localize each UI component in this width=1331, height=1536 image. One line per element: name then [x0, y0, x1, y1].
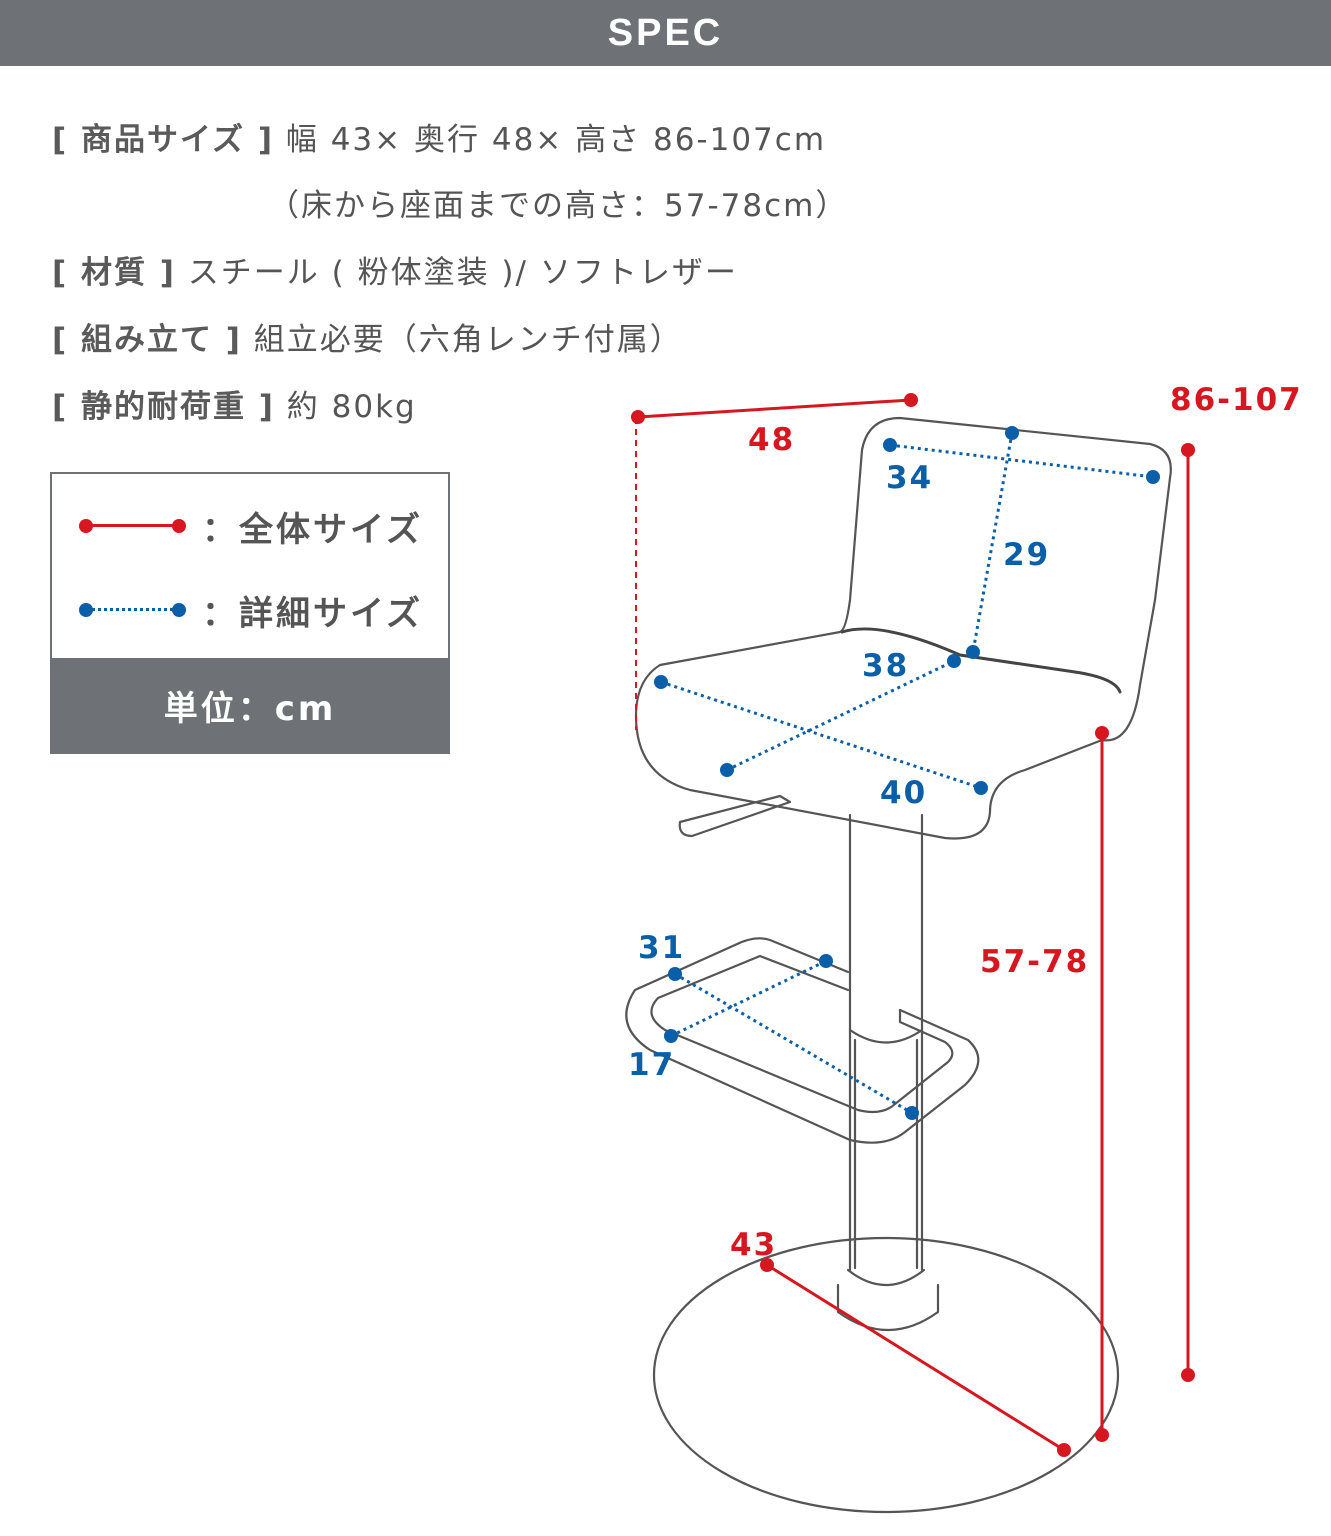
- spec-size-value: 幅 43× 奥行 48× 高さ 86-107cm: [285, 122, 827, 158]
- spec-material-label: [ 材質 ]: [52, 255, 176, 291]
- spec-assembly: [ 組み立て ] 組立必要（六角レンチ付属）: [52, 320, 683, 360]
- spec-assembly-label: [ 組み立て ]: [52, 322, 242, 358]
- dim-back-width-line: [889, 443, 1154, 479]
- label-seat-depth: 38: [862, 648, 909, 684]
- spec-assembly-value: 組立必要（六角レンチ付属）: [253, 322, 683, 358]
- legend-detail-text: ：詳細サイズ: [202, 594, 423, 634]
- dim-base-line: [766, 1263, 1065, 1452]
- label-footrest-width: 31: [638, 930, 685, 966]
- legend-detail-line: [79, 603, 186, 617]
- legend-overall-line: [79, 519, 186, 533]
- dim-footrest-width-line: [674, 972, 913, 1115]
- footrest: [625, 937, 980, 1144]
- seat-shell: [634, 416, 1172, 840]
- label-seat-width: 40: [880, 775, 927, 811]
- spec-size-note: （床から座面までの高さ：57-78cm）: [268, 186, 848, 226]
- dim-footrest-depth-line: [670, 959, 827, 1038]
- legend-box: ：全体サイズ ：詳細サイズ 単位：cm: [50, 472, 450, 754]
- spec-size-note-text: （床から座面までの高さ：57-78cm）: [268, 188, 849, 224]
- detail-dots: [654, 426, 1160, 1120]
- overall-dimensions: [631, 393, 1195, 1457]
- header-title: SPEC: [607, 11, 724, 54]
- label-total-height: 86-107: [1170, 382, 1303, 418]
- label-base-diameter: 43: [730, 1227, 777, 1263]
- legend-overall: ：全体サイズ: [52, 496, 448, 556]
- label-footrest-depth: 17: [628, 1047, 675, 1083]
- spec-load-label: [ 静的耐荷重 ]: [52, 389, 275, 425]
- spec-material-value: スチール ( 粉体塗装 )/ ソフトレザー: [187, 255, 738, 291]
- legend-footer: 単位：cm: [52, 658, 448, 752]
- legend-overall-text: ：全体サイズ: [202, 510, 423, 550]
- spec-load-value: 約 80kg: [286, 389, 417, 425]
- gas-lever: [678, 794, 792, 838]
- spec-size: [ 商品サイズ ] 幅 43× 奥行 48× 高さ 86-107cm: [52, 120, 826, 160]
- label-back-height: 29: [1003, 537, 1050, 573]
- dim-back-height-line: [971, 432, 1014, 653]
- detail-dimensions: [660, 432, 1154, 1115]
- legend-detail: ：詳細サイズ: [52, 580, 448, 640]
- label-depth: 48: [748, 422, 795, 458]
- stool-drawing: [625, 416, 1172, 1514]
- column-ring: [836, 1283, 940, 1331]
- label-back-width: 34: [886, 460, 933, 496]
- dim-seat-width-line: [660, 680, 982, 790]
- spec-material: [ 材質 ] スチール ( 粉体塗装 )/ ソフトレザー: [52, 253, 738, 293]
- label-seat-height: 57-78: [980, 944, 1089, 980]
- dim-depth-line: [637, 398, 912, 419]
- legend-unit: 単位：cm: [163, 688, 337, 729]
- spec-header: SPEC: [0, 0, 1331, 66]
- spec-load: [ 静的耐荷重 ] 約 80kg: [52, 387, 417, 427]
- spec-size-label: [ 商品サイズ ]: [52, 122, 274, 158]
- base-disk: [652, 1236, 1120, 1514]
